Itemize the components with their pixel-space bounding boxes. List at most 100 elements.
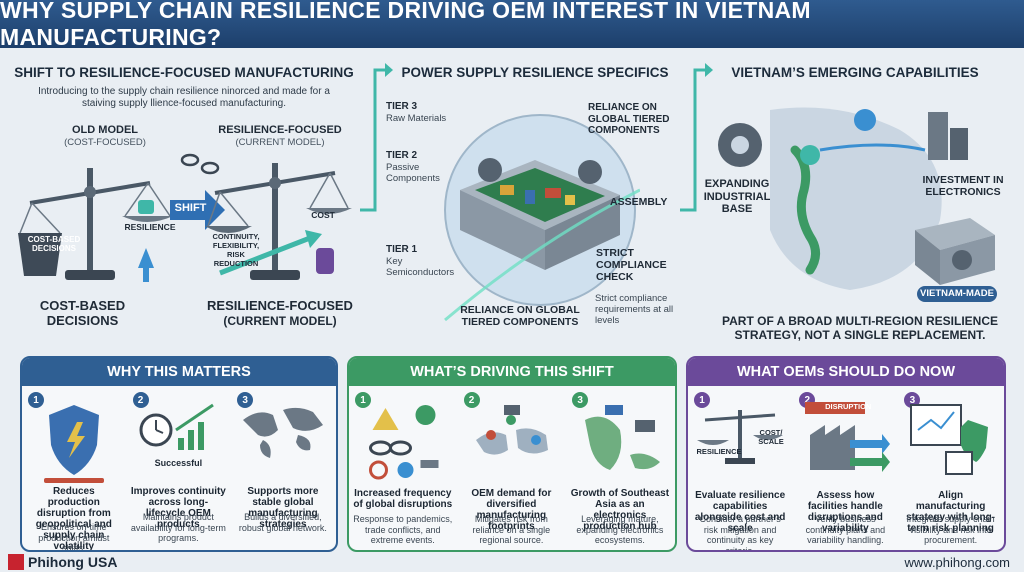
item-title: Reduces production disruption from geopo… (35, 486, 112, 552)
item-title: Assess how facilities handle disruptions… (807, 490, 883, 534)
item-title: Growth of Southeast Asia as an electroni… (570, 488, 670, 532)
left-section-title: SHIFT TO RESILIENCE-FOCUSED MANUFACTURIN… (14, 65, 354, 80)
item-number: 1 (355, 392, 371, 408)
world-map-icon (242, 407, 323, 458)
old-scale-icon (18, 168, 173, 282)
tier1-label: TIER 1 (386, 244, 418, 255)
current-model-caption: (CURRENT MODEL) (223, 314, 337, 328)
reliance-top-label: RELIANCE ON GLOBAL TIERED COMPONENTS (588, 102, 670, 136)
panel-item: 1 Increased frequency of global disrupti… (349, 390, 457, 550)
item-desc: Maintains product availability for long-… (130, 512, 226, 543)
resilience-focused-caption: RESILIENCE-FOCUSED (207, 298, 353, 313)
website-link[interactable]: www.phihong.com (904, 555, 1011, 570)
item-title: Align manufacturing strategy with long-t… (906, 490, 996, 534)
item-number: 3 (237, 392, 254, 408)
shield-gear-icon (43, 405, 104, 483)
panel-item: 1 Reduces production disruption from geo… (22, 390, 126, 550)
middle-section-title: POWER SUPPLY RESILIENCE SPECIFICS (401, 65, 669, 80)
right-section-title: VIETNAM’S EMERGING CAPABILITIES (731, 65, 979, 80)
industrial-base-label: EXPANDING INDUSTRIAL BASE (703, 178, 771, 215)
shift-label: SHIFT (174, 202, 207, 214)
tier2-sub: Passive Components (386, 162, 440, 184)
item-number: 1 (28, 392, 44, 408)
item-number: 1 (694, 392, 710, 408)
assembly-label: ASSEMBLY (610, 196, 668, 208)
item-title: Improves continuity across long-lifecycl… (130, 486, 226, 530)
world-pins-icon (476, 405, 549, 455)
phihong-logo-icon (8, 554, 24, 570)
vietnam-made-badge: VIETNAM-MADE (917, 286, 997, 302)
connector-arrow-right (680, 63, 713, 212)
panel-item: 3 Supports more stable global manufactur… (231, 390, 335, 550)
resilience-pan-label: RESILIENCE (124, 222, 176, 232)
clock-growth-chart-icon (139, 403, 215, 450)
old-model-label: OLD MODEL (72, 124, 138, 136)
tier2-label: TIER 2 (386, 150, 418, 161)
item-number: 3 (572, 392, 589, 408)
item-desc: Mitigates risk from reliance on a single… (472, 514, 551, 545)
panel-item: 3 Align manufacturing strategy with long… (898, 390, 1002, 550)
item-title: Increased frequency of global disruption… (353, 488, 453, 510)
gear-icon (718, 123, 762, 167)
panel-why-this-matters: WHY THIS MATTERS 1 Reduces production di… (20, 356, 338, 552)
globe-icon (854, 109, 876, 131)
panel-header: WHY THIS MATTERS (22, 358, 336, 386)
page-title: WHY SUPPLY CHAIN RESILIENCE DRIVING OEM … (0, 0, 811, 50)
investment-label: INVESTMENT IN ELECTRONICS (922, 174, 1004, 198)
new-scale-icon (205, 163, 352, 280)
item-desc: Response to pandemics, trade conflicts, … (353, 514, 453, 545)
power-supply-illustration (444, 114, 640, 322)
tier1-sub: Key Semiconductors (386, 256, 455, 278)
item-extra-label: Successful (154, 458, 203, 468)
globe-icon-2 (800, 145, 820, 165)
balance-scale-icon (697, 410, 784, 464)
compliance-note: Strict compliance requirements at all le… (595, 293, 674, 326)
title-banner: WHY SUPPLY CHAIN RESILIENCE DRIVING OEM … (0, 0, 1024, 50)
item-title: Supports more stable global manufacturin… (247, 486, 319, 530)
item-desc: Builds a diversified, robust global netw… (238, 512, 327, 533)
panel-what-oems-should-do: WHAT OEMs SHOULD DO NOW 1 RESILIENCE COS… (686, 356, 1006, 552)
broken-chain-icon (180, 153, 220, 175)
panel-item: 2 Successful Improves continuity across … (127, 390, 231, 550)
brand-name: Phihong USA (28, 554, 118, 570)
tag-cost-scale: COST/ SCALE (758, 428, 784, 446)
panel-header: WHAT OEMs SHOULD DO NOW (688, 358, 1004, 386)
left-intro: Introducing to the supply chain resilien… (38, 86, 330, 109)
shift-arrow-icon (170, 190, 225, 230)
item-number: 2 (463, 392, 480, 408)
item-title: Evaluate resilience capabilities alongsi… (694, 490, 786, 534)
factory-arrows-icon (805, 402, 891, 472)
item-number: 2 (132, 392, 149, 408)
new-model-sub: (CURRENT MODEL) (235, 137, 325, 148)
strategy-statement: PART OF A BROAD MULTI-REGION RESILIENCE … (722, 314, 998, 342)
buildings-icon (928, 112, 968, 160)
southeast-asia-map-icon (584, 405, 660, 470)
panel-whats-driving: WHAT’S DRIVING THIS SHIFT 1 Increased fr… (347, 356, 677, 552)
scales-illustration (18, 153, 352, 282)
strategy-board-shield-icon (909, 404, 988, 475)
panel-item: 2 DISRUPTION Assess how facilities handl… (793, 390, 897, 550)
tier3-label: TIER 3 (386, 101, 418, 112)
tier3-sub: Raw Materials (386, 113, 447, 124)
item-title: OEM demand for diversified manufacturing… (471, 488, 552, 532)
tag-disruption: DISRUPTION (825, 402, 872, 411)
item-desc: Leveraging mature, expanding electronics… (576, 514, 664, 545)
continuity-label: CONTINUITY, FLEXIBILITY, RISK REDUCTION (212, 232, 260, 268)
new-model-label: RESILIENCE-FOCUSED (218, 124, 342, 136)
panel-item: 1 RESILIENCE COST/ SCALE Evaluate resili… (688, 390, 792, 550)
footer: Phihong USA www.phihong.com (0, 553, 1024, 572)
cost-based-decisions-caption: COST-BASED DECISIONS (39, 298, 126, 328)
item-desc: Consider a partner’s risk mitigation and… (699, 514, 781, 552)
panel-item: 2 OEM demand for diversified manufacturi… (458, 390, 566, 550)
panel-header: WHAT’S DRIVING THIS SHIFT (349, 358, 675, 386)
power-supply-unit-icon (915, 218, 995, 285)
cost-pan-label: COST (311, 210, 335, 220)
tag-resilience: RESILIENCE (696, 447, 742, 456)
reliance-bottom-label: RELIANCE ON GLOBAL TIERED COMPONENTS (460, 304, 580, 328)
item-desc: Integrate supply chain visibility and ri… (906, 514, 995, 545)
disruption-icons (368, 405, 439, 480)
vietnam-map-illustration (718, 107, 995, 290)
compliance-label: STRICT COMPLIANCE CHECK (596, 247, 667, 283)
item-desc: Verify business continuity plans and var… (805, 514, 886, 545)
cost-based-weight-label: COST-BASED DECISIONS (27, 235, 81, 253)
